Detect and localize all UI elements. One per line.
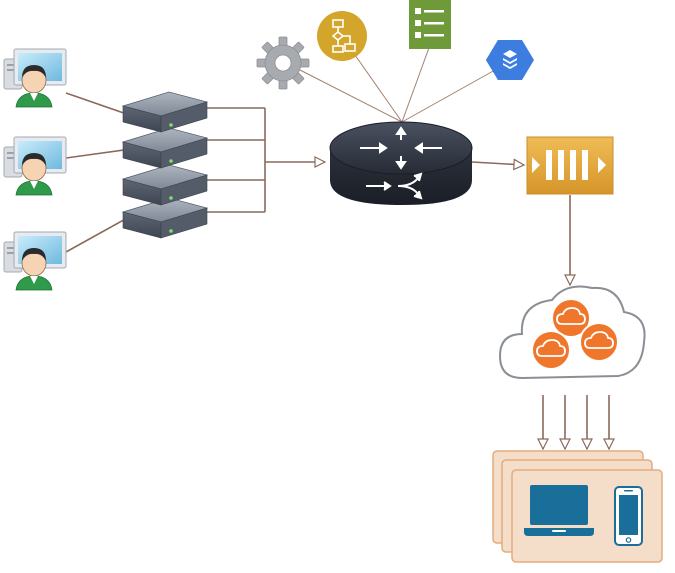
user-workstation-icon [3,136,67,196]
router-icon [329,121,473,205]
cloud-badge-icon [551,298,591,338]
cloud-services-icon [498,285,646,380]
message-queue-icon [526,136,614,195]
server-icon [121,197,209,239]
stack-hexagon-icon [486,40,534,80]
laptop-icon [524,485,594,536]
user-workstation-icon [3,231,67,291]
flowchart-icon [317,11,367,61]
server-stack [121,91,209,239]
service-spokes [299,44,496,123]
cloud-badge-icon [579,322,619,362]
client-workstation-2 [3,136,67,196]
cloud-to-devices-arrows [543,395,609,449]
user-workstation-icon [3,48,67,108]
client-workstation-3 [3,231,67,291]
client-workstation-1 [3,48,67,108]
list-icon [409,0,451,49]
server-icon [121,164,209,206]
server-bus-connectors [205,107,266,213]
phone-icon [614,486,643,546]
gear-icon [256,36,310,90]
devices-panel [492,450,663,563]
server-icon [121,91,209,133]
cloud-badge-icon [531,330,571,370]
router-to-queue-arrow [471,162,524,165]
server-icon [121,127,209,169]
